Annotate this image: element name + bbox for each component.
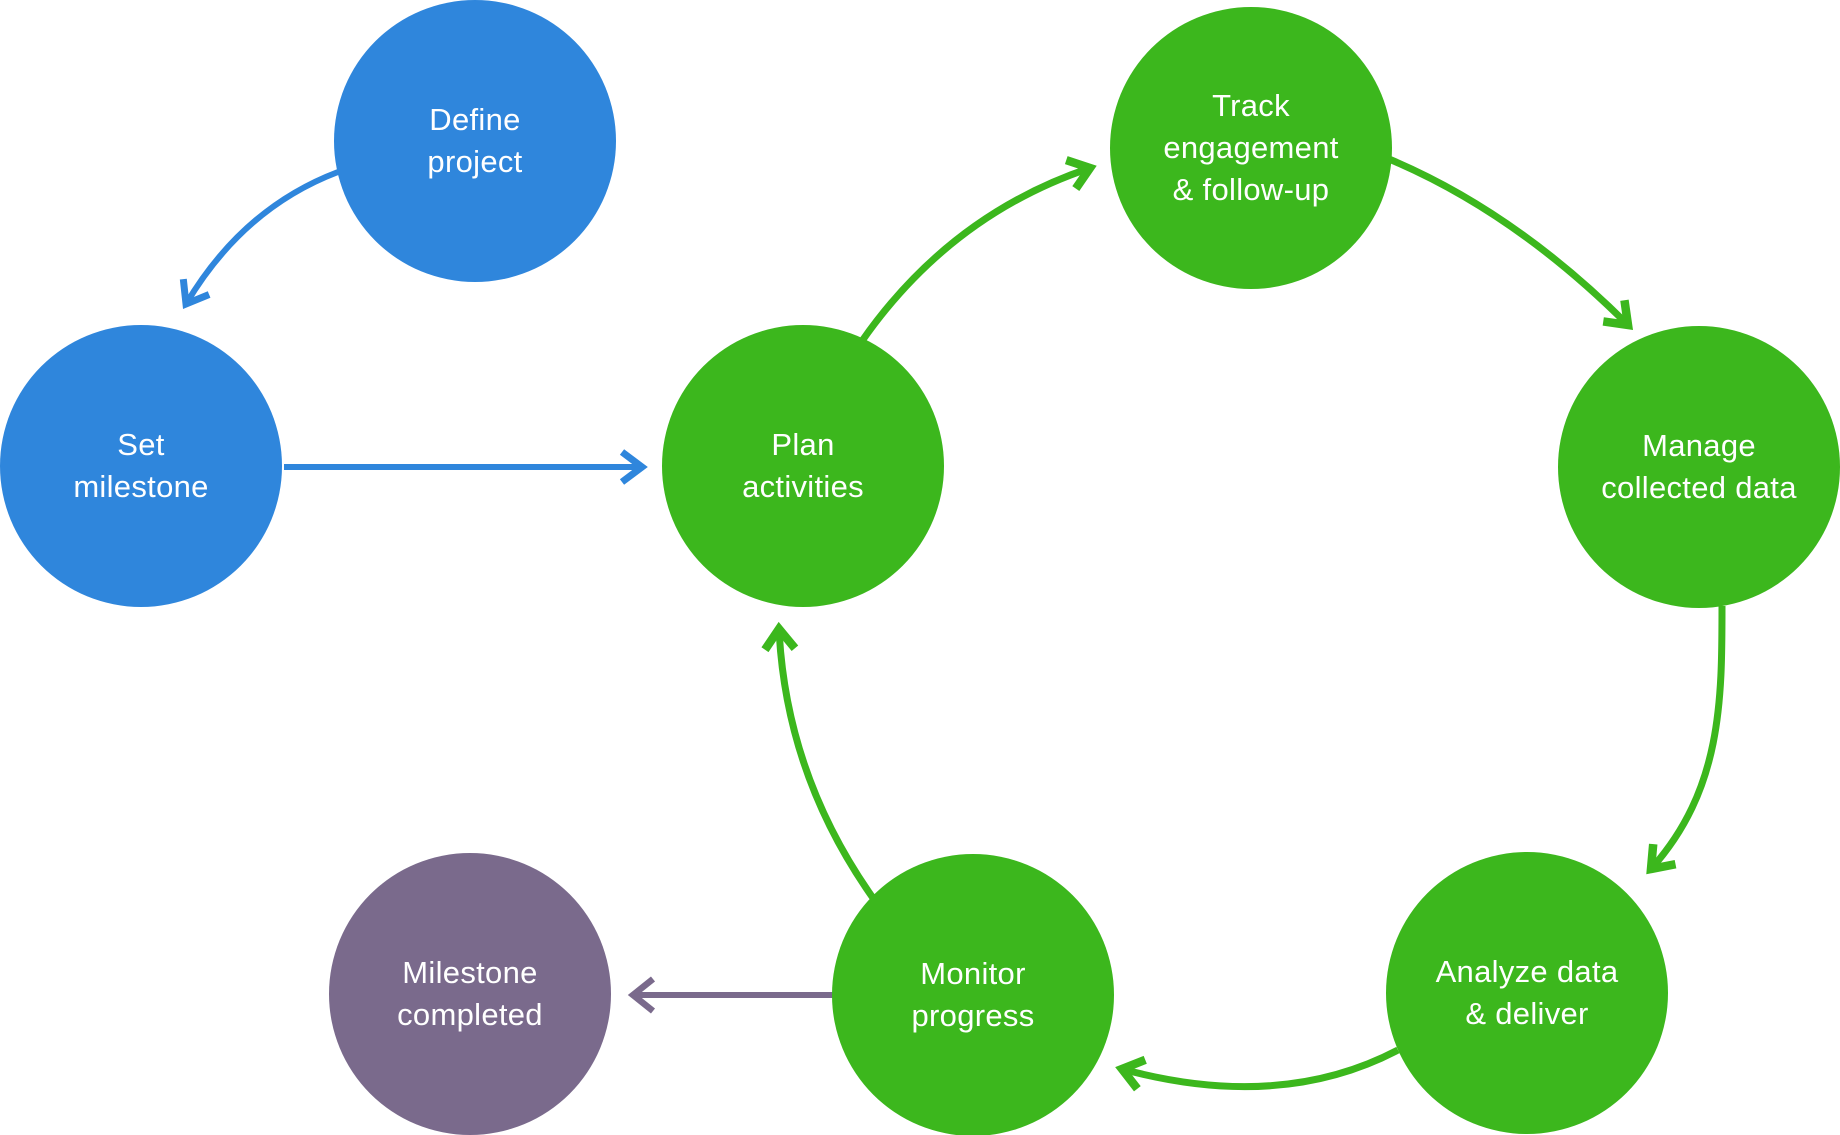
edge-plan-activities-to-track-engagement [859, 156, 1097, 344]
node-milestone-completed: Milestone completed [329, 853, 611, 1135]
edge-monitor-progress-to-plan-activities [761, 621, 876, 901]
node-define-project: Define project [334, 0, 616, 282]
node-plan-activities: Plan activities [662, 325, 944, 607]
node-manage-collected-data: Manage collected data [1558, 326, 1840, 608]
node-monitor-progress: Monitor progress [832, 854, 1114, 1135]
edge-define-project-to-set-milestone [179, 169, 340, 310]
edge-manage-collected-data-to-analyze-data [1646, 605, 1726, 875]
node-track-engagement: Track engagement & follow-up [1110, 7, 1392, 289]
edge-track-engagement-to-manage-collected-data [1387, 155, 1634, 331]
node-analyze-data-deliver: Analyze data & deliver [1386, 852, 1668, 1134]
edge-analyze-data-to-monitor-progress [1115, 1046, 1400, 1092]
node-set-milestone: Set milestone [0, 325, 282, 607]
